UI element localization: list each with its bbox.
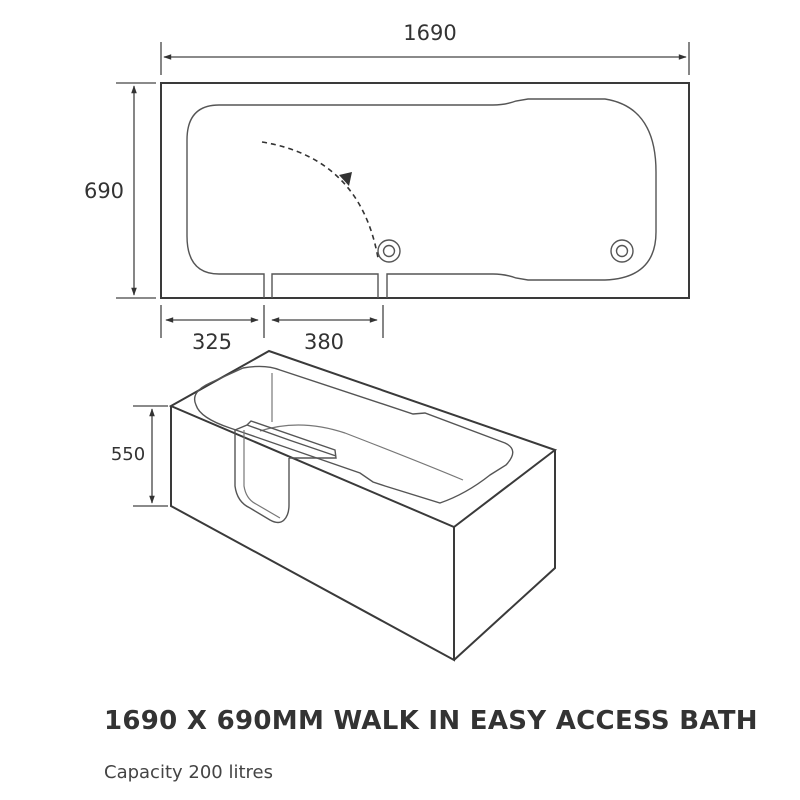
door-inner-edge: [243, 430, 281, 519]
bath-bowl-plan: [186, 98, 657, 298]
capacity-text: Capacity 200 litres: [104, 762, 273, 783]
door-panel-plan: [271, 273, 379, 298]
bath-end-face: [453, 450, 556, 661]
door-panel-iso: [234, 430, 290, 524]
drain-icon: [377, 239, 401, 263]
bath-floor-curve: [259, 424, 464, 481]
door-width-label: 380: [304, 330, 344, 354]
bath-bowl-iso: [193, 365, 514, 504]
length-label: 1690: [403, 21, 456, 45]
length-dimension: 1690: [160, 21, 690, 75]
isometric-view: 550: [111, 349, 558, 662]
overflow-icon: [610, 239, 634, 263]
door-offset-label: 325: [192, 330, 232, 354]
door-dimensions: 325 380: [160, 305, 384, 354]
width-dimension: 690: [84, 82, 156, 299]
plan-view: 1690 690: [84, 21, 690, 354]
door-swing-arc: [261, 141, 379, 259]
bath-outline-plan: [160, 82, 690, 299]
width-label: 690: [84, 179, 124, 203]
height-label: 550: [111, 444, 145, 465]
swing-arrow-icon: [339, 172, 352, 186]
door-top-bar: [234, 420, 337, 459]
height-dimension: 550: [111, 405, 168, 507]
bath-front-face: [170, 406, 455, 662]
product-title: 1690 X 690MM WALK IN EASY ACCESS BATH: [104, 706, 758, 736]
bath-top-edge: [168, 349, 558, 529]
